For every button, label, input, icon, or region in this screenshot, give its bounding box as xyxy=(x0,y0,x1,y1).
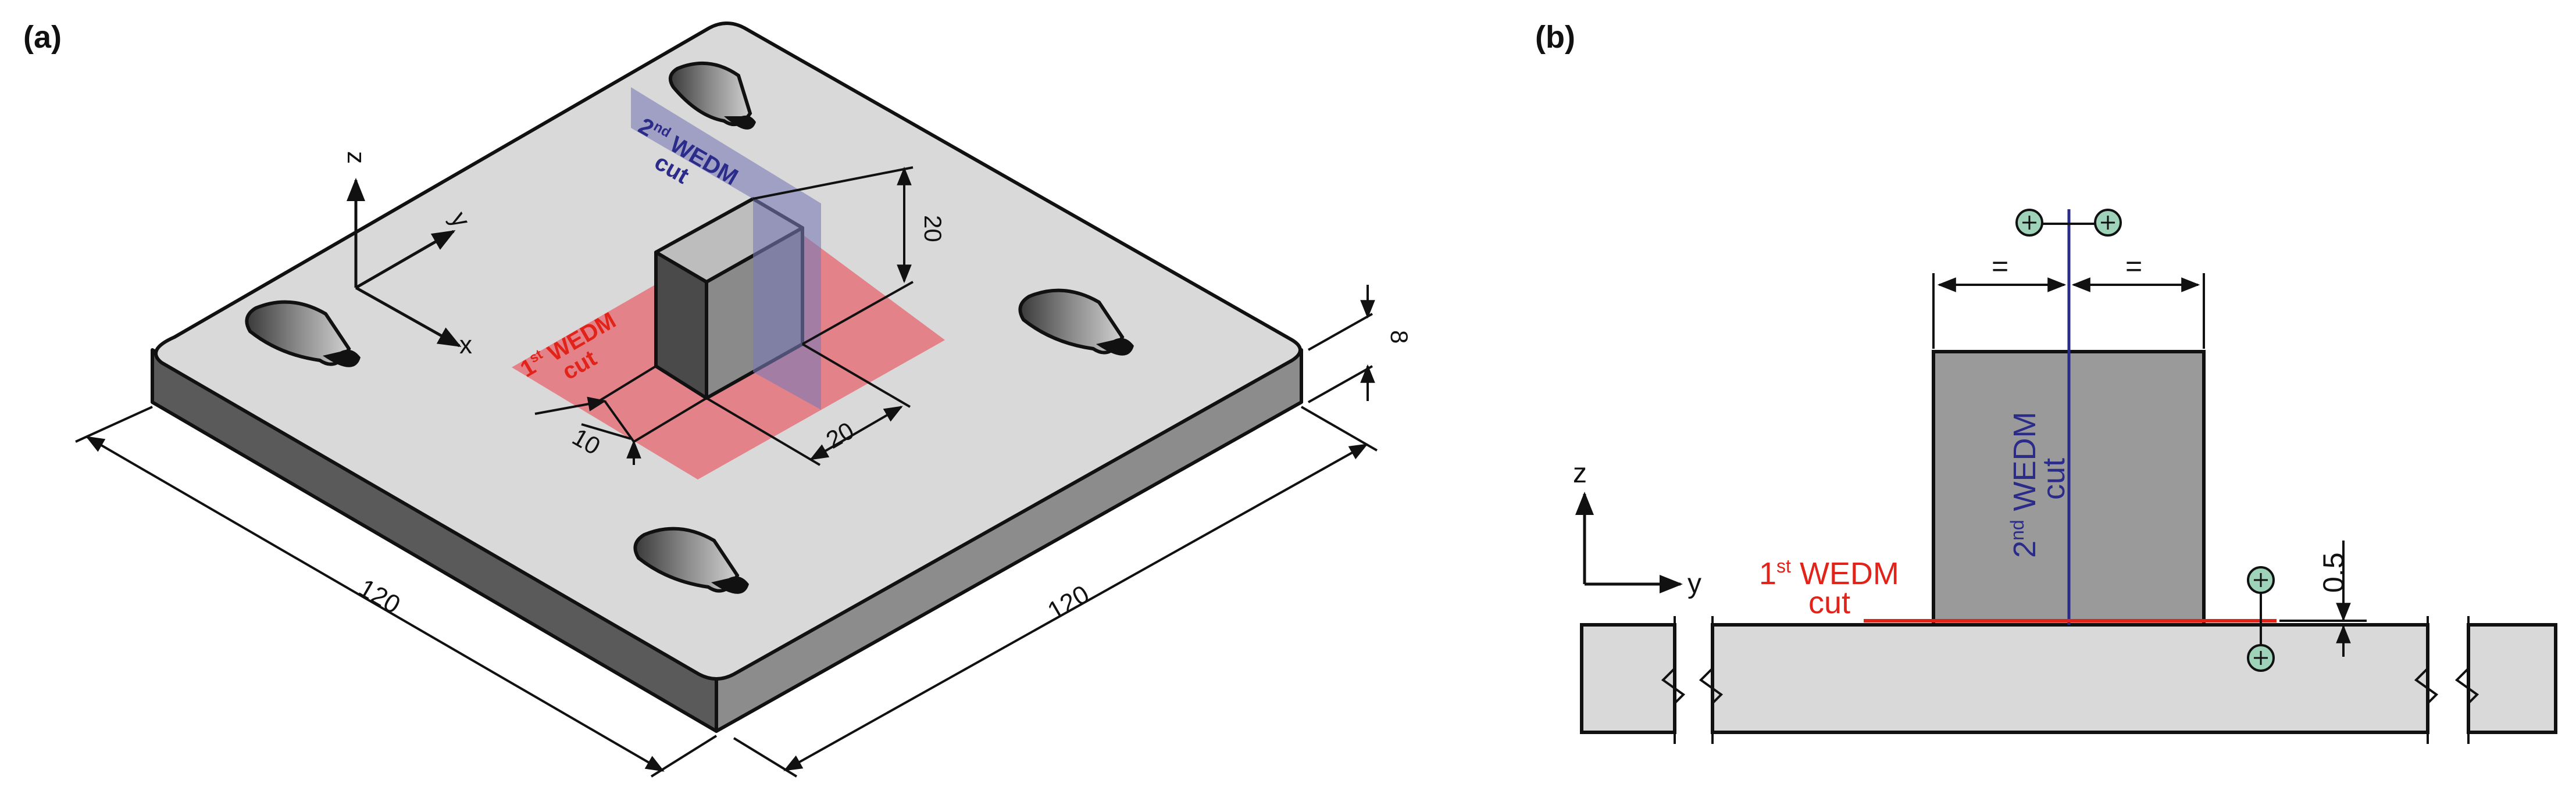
dim-plate-width-label: 120 xyxy=(1043,580,1094,626)
axis-x-label-a: x xyxy=(459,331,472,359)
axis-z-label-a: z xyxy=(342,151,370,164)
first-cut-label-b: 1st WEDM xyxy=(1759,556,1899,591)
second-cut-plane xyxy=(631,87,821,410)
second-cut-label-b-line2: cut xyxy=(2036,458,2071,500)
marker-top-right xyxy=(2094,209,2122,237)
dim-block-width xyxy=(705,343,911,466)
panel-a: (a) 1st WEDM xyxy=(23,20,1413,778)
panel-b-label: (b) xyxy=(1535,20,1575,55)
second-cut-label-b: 2nd WEDM xyxy=(2007,411,2042,558)
hole-top xyxy=(668,61,756,130)
panel-b: (b) 2nd WEDM cut 1st WEDM cut xyxy=(1535,20,2557,744)
base-plate-middle xyxy=(1711,623,2429,734)
base-plate-right xyxy=(2467,623,2557,734)
dim-block-depth xyxy=(534,365,708,465)
dim-offset xyxy=(2279,541,2367,657)
dim-block-height xyxy=(752,166,914,345)
first-cut-label-b-line2: cut xyxy=(1808,585,1850,620)
break-line-left xyxy=(1661,616,1724,744)
panel-a-label: (a) xyxy=(23,20,62,55)
dim-thickness-label: 8 xyxy=(1386,330,1413,343)
hole-left xyxy=(245,300,361,367)
axis-z-label-b: z xyxy=(1573,458,1587,489)
dim-plate-length-label: 120 xyxy=(354,574,405,620)
dim-equal-right: = xyxy=(2125,250,2142,282)
dim-thickness xyxy=(1308,285,1375,403)
base-plate-section xyxy=(1580,623,1676,734)
axes-b xyxy=(1575,492,1683,593)
dim-symmetric xyxy=(1932,223,2205,349)
dim-plate-width xyxy=(733,406,1378,778)
marker-top-left xyxy=(2015,209,2043,237)
marker-right-lower xyxy=(2247,644,2275,672)
axes-triad-a xyxy=(347,178,462,348)
marker-right-upper xyxy=(2247,566,2275,594)
hole-right xyxy=(1018,288,1134,356)
dim-offset-label: 0.5 xyxy=(2317,552,2350,593)
break-line-right xyxy=(2414,616,2479,744)
dim-equal-left: = xyxy=(1992,250,2008,282)
axis-y-label-b: y xyxy=(1687,568,1701,599)
dim-plate-length xyxy=(75,406,718,778)
dim-block-height-label: 20 xyxy=(919,215,947,242)
